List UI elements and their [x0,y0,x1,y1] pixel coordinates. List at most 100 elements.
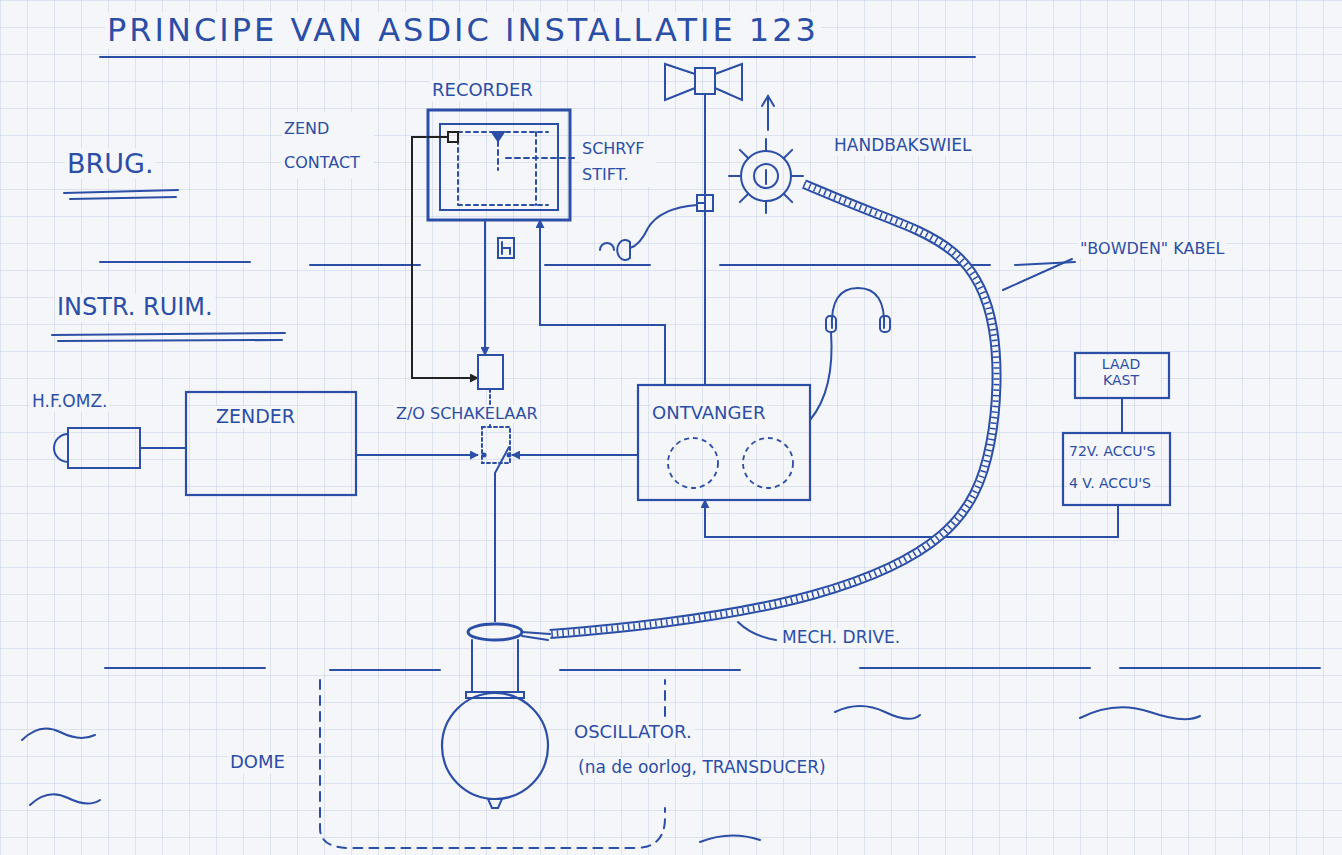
receiver-box: ONTVANGER [638,385,810,500]
switch-blade [495,447,509,485]
signal-line [540,220,665,385]
headphone [600,240,630,260]
leader-line [1003,259,1072,290]
signal-line [1122,398,1123,433]
hf-converter: H.F.OMZ. [48,428,140,468]
connector-path [484,220,486,355]
node-text: LAAD KAST [1081,356,1161,388]
switch-contact [482,453,487,458]
tuning-dial [668,438,718,488]
annotation-label: INSTR. RUIM. [55,294,215,322]
transmit-receive-switch: Z/O SCHAKELAAR [478,355,512,485]
signal-line [705,500,1118,537]
jack-cross [697,195,705,211]
converter-body [68,428,140,468]
node-text: 4 V. ACCU'S [1067,475,1153,491]
headphone [832,288,884,328]
oscillator: OSCILLATOR.(na de oorlog, TRANSDUCER) [440,622,550,802]
connector-path [540,220,665,385]
annotation-label: SCHRYF STIFT. [580,136,656,187]
wheel-spokes [729,139,803,213]
cable-core [550,184,997,634]
connector-path [512,454,638,456]
stylus [492,132,504,141]
node-text: (na de oorlog, TRANSDUCER) [576,758,828,778]
speaker-wire [704,94,706,385]
node-text: OSCILLATOR. [572,722,694,743]
annotation-label: BRUG. [65,148,156,179]
recorder-motor [485,220,514,258]
headphone-ear [880,316,890,332]
node-text: RECORDER [430,80,535,101]
annotation-label: ZEND CONTACT [282,112,374,179]
charger-box: LAAD KAST [1075,353,1169,398]
box-outline [428,110,570,220]
box-outline [1063,433,1170,505]
stylus-leader [498,141,575,170]
title-underline [100,56,975,58]
handwheel-shape [728,138,804,214]
transmitter-box: ZENDER [186,392,356,495]
tuning-dial [743,438,793,488]
connector-path [140,447,186,449]
relay-box [478,355,503,389]
training-ring [468,624,522,640]
node-text: ONTVANGER [650,403,767,424]
connector-path [705,500,1118,537]
cable-winding [550,184,997,634]
oscillator-shaft [466,640,524,698]
headphone-jack [697,195,713,211]
loudspeaker [665,64,742,100]
deck-line [100,262,1075,265]
converter-cap [54,434,68,462]
direction-arrow [762,96,774,130]
oscillator-shape [440,622,550,802]
headphone-cord [630,205,697,248]
box-outline [638,385,810,500]
oscillator-foot [488,799,502,808]
paper-guide [458,132,548,205]
connector-path [1121,398,1123,433]
send-contact [448,132,458,142]
battery-box: 72V. ACCU'S 4 V. ACCU'S [1063,433,1170,505]
node-text: H.F.OMZ. [30,392,109,412]
recorder-inner [440,124,558,210]
underline [64,190,178,199]
recorder-box-shape [428,110,570,220]
node-text: ZENDER [214,406,297,428]
underline [52,333,285,341]
signal-line [485,220,486,355]
switch-housing [482,427,510,463]
sonar-dome: DOMEOSCILLATOR.(na de oorlog, TRANSDUCER… [320,680,665,850]
wheel-hub [754,164,778,188]
node-text: DOME [228,752,287,773]
cable-sheath [550,184,997,634]
signal-line [412,137,478,378]
box-outline [1075,353,1169,398]
oscillator-body [442,693,548,799]
waterline [105,668,1320,670]
cable-clamp [522,632,550,640]
signal-line [140,448,186,449]
wheel-axle [765,170,767,184]
bowden-cable [550,184,997,634]
connector-path [412,137,478,378]
node-text: HANDBAKSWIEL [832,136,974,156]
headphone-cord [810,332,832,420]
hf-converter-shape [48,428,140,468]
handwheel: HANDBAKSWIEL [728,138,804,214]
contact-wire [428,136,448,138]
title: PRINCIPE VAN ASDIC INSTALLATIE 123 [105,12,821,49]
box-outline [186,392,356,495]
connector-path [494,485,496,622]
signal-line [356,455,478,456]
annotation-label: MECH. DRIVE. [780,628,902,648]
annotation-label: "BOWDEN" KABEL [1078,240,1226,258]
signal-line [512,455,638,456]
wave [22,706,1200,842]
connector-path [356,454,478,456]
node-text: 72V. ACCU'S [1067,443,1157,459]
node-text: Z/O SCHAKELAAR [394,405,540,423]
